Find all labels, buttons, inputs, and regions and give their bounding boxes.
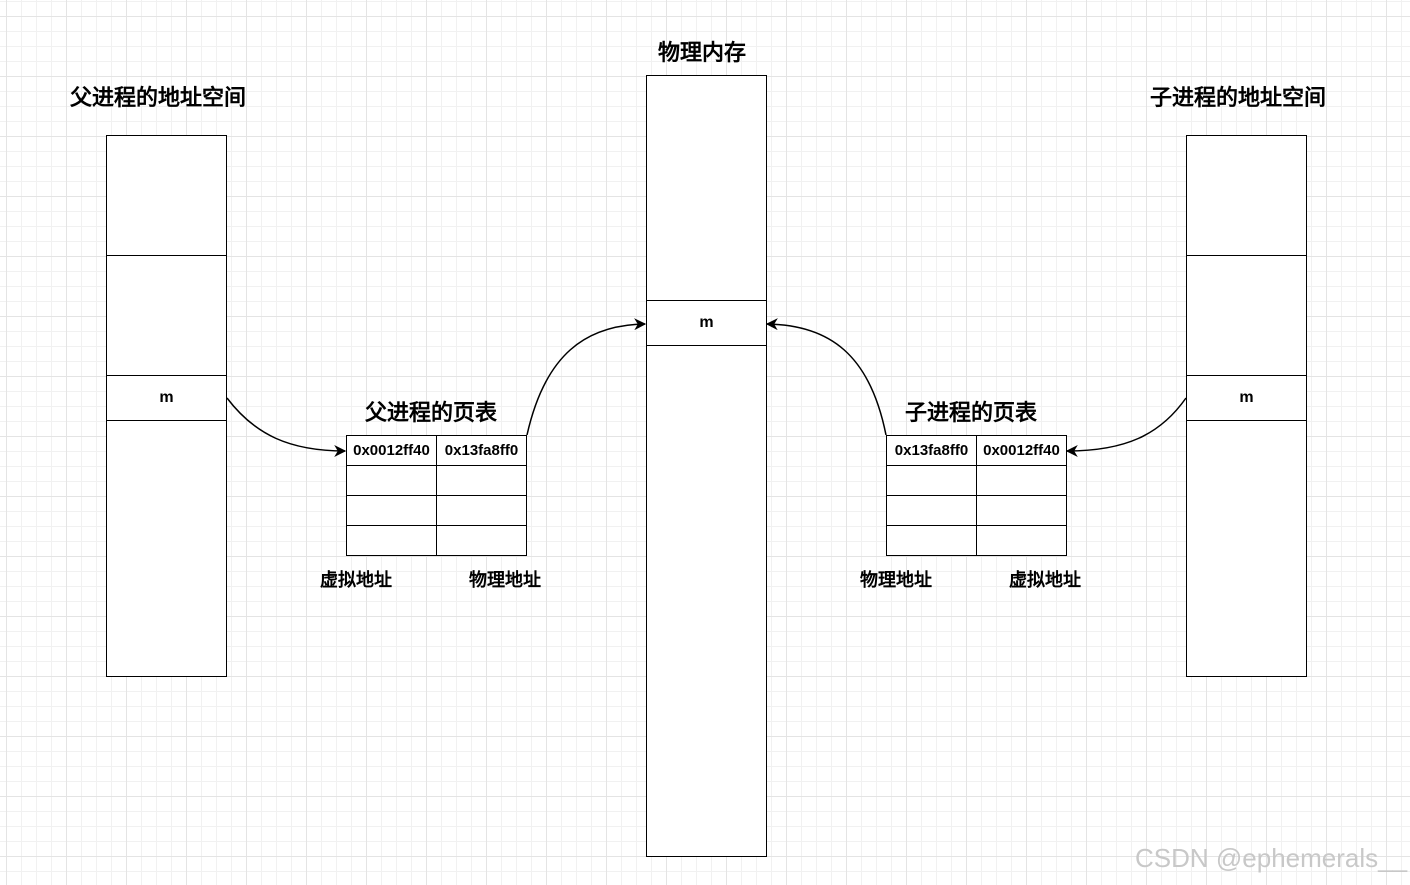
parent-space-divider xyxy=(107,375,226,376)
table-row xyxy=(346,465,527,496)
physical-memory: m xyxy=(646,75,767,857)
parent-physical-address-label: 物理地址 xyxy=(469,570,541,591)
table-row xyxy=(346,495,527,526)
empty-cell xyxy=(886,525,977,556)
physical-memory-divider xyxy=(647,300,766,301)
parent-page-table: 0x0012ff40 0x13fa8ff0 xyxy=(346,435,527,556)
physical-memory-divider xyxy=(647,345,766,346)
virtual-address-cell: 0x0012ff40 xyxy=(346,435,437,466)
physical-memory-title: 物理内存 xyxy=(658,41,747,66)
child-page-table-title: 子进程的页表 xyxy=(905,401,1038,426)
table-row xyxy=(886,525,1067,556)
child-address-space-title: 子进程的地址空间 xyxy=(1150,86,1327,111)
parent-space-divider xyxy=(107,255,226,256)
empty-cell xyxy=(346,525,437,556)
table-row: 0x13fa8ff0 0x0012ff40 xyxy=(886,435,1067,466)
empty-cell xyxy=(436,525,527,556)
child-space-divider xyxy=(1187,420,1306,421)
physical-memory-m-cell: m xyxy=(699,314,714,331)
parent-page-table-title: 父进程的页表 xyxy=(365,401,498,426)
parent-address-space-title: 父进程的地址空间 xyxy=(70,86,247,111)
parent-virtual-address-label: 虚拟地址 xyxy=(320,570,392,591)
csdn-watermark: CSDN @ephemerals__ xyxy=(1135,843,1408,873)
table-row: 0x0012ff40 0x13fa8ff0 xyxy=(346,435,527,466)
parent-m-to-page-table-arrow xyxy=(226,397,347,457)
empty-cell xyxy=(976,525,1067,556)
empty-cell xyxy=(436,465,527,496)
parent-space-divider xyxy=(107,420,226,421)
child-space-divider xyxy=(1187,255,1306,256)
child-physical-address-label: 物理地址 xyxy=(860,570,932,591)
empty-cell xyxy=(346,465,437,496)
child-page-table: 0x13fa8ff0 0x0012ff40 xyxy=(886,435,1067,556)
table-row xyxy=(346,525,527,556)
child-space-m-cell: m xyxy=(1239,389,1254,406)
empty-cell xyxy=(886,465,977,496)
parent-page-table-to-physical-arrow xyxy=(526,318,647,436)
parent-address-space: m xyxy=(106,135,227,677)
table-row xyxy=(886,465,1067,496)
child-m-to-page-table-arrow xyxy=(1065,397,1187,457)
empty-cell xyxy=(436,495,527,526)
virtual-address-cell: 0x0012ff40 xyxy=(976,435,1067,466)
child-space-divider xyxy=(1187,375,1306,376)
physical-address-cell: 0x13fa8ff0 xyxy=(436,435,527,466)
parent-space-m-cell: m xyxy=(159,389,174,406)
child-virtual-address-label: 虚拟地址 xyxy=(1009,570,1081,591)
empty-cell xyxy=(346,495,437,526)
child-page-table-to-physical-arrow xyxy=(765,318,887,436)
child-address-space: m xyxy=(1186,135,1307,677)
